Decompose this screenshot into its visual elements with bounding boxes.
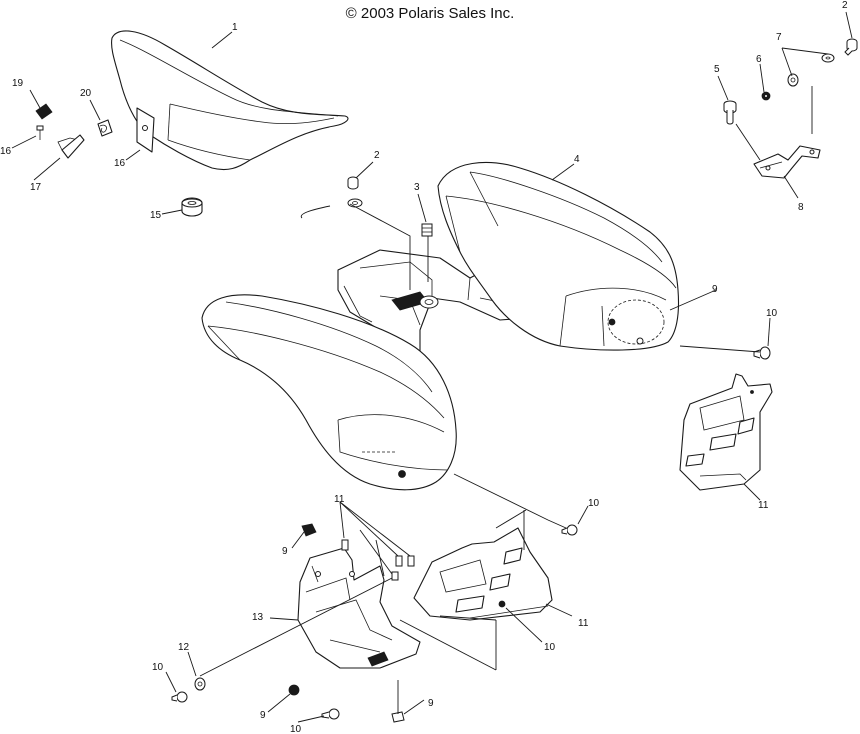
fastener-washer-7b[interactable] bbox=[787, 73, 799, 87]
seat-latch-hardware[interactable] bbox=[35, 103, 113, 159]
callout-20: 20 bbox=[80, 88, 92, 99]
callout-10e: 10 bbox=[290, 724, 302, 734]
callout-6: 6 bbox=[756, 54, 762, 65]
fender-bracket[interactable] bbox=[753, 145, 821, 179]
callout-10a: 10 bbox=[766, 308, 778, 319]
callout-2b: 2 bbox=[374, 150, 380, 161]
callout-3: 3 bbox=[414, 182, 420, 193]
fastener-nut-9c[interactable] bbox=[391, 711, 405, 723]
skid-plate-right[interactable] bbox=[679, 373, 773, 491]
callout-17: 17 bbox=[30, 182, 42, 193]
fastener-bolt-2b[interactable] bbox=[347, 176, 359, 190]
support-bracket[interactable] bbox=[297, 547, 421, 669]
seat-part[interactable] bbox=[111, 30, 349, 171]
callout-16a: 16 bbox=[0, 146, 12, 157]
grommet-part[interactable] bbox=[181, 197, 203, 217]
callout-9c: 9 bbox=[260, 710, 266, 721]
fastener-bolt-10b[interactable] bbox=[561, 524, 578, 536]
callout-11c: 11 bbox=[578, 618, 589, 629]
callout-8: 8 bbox=[798, 202, 804, 213]
callout-11a: 11 bbox=[758, 500, 769, 511]
callout-9b: 9 bbox=[282, 546, 288, 557]
callout-13: 13 bbox=[252, 612, 264, 623]
left-rear-fender[interactable] bbox=[201, 294, 457, 491]
callout-1: 1 bbox=[232, 22, 238, 33]
callout-16b: 16 bbox=[114, 158, 126, 169]
callout-19: 19 bbox=[12, 78, 24, 89]
callout-5: 5 bbox=[714, 64, 720, 75]
fastener-nut-6[interactable] bbox=[761, 91, 771, 101]
fastener-washer[interactable] bbox=[347, 198, 363, 208]
callout-2a: 2 bbox=[842, 0, 848, 11]
fastener-bolt-10a[interactable] bbox=[753, 346, 771, 360]
fastener-bolt-10c[interactable] bbox=[171, 691, 188, 703]
fastener-small-bolts[interactable] bbox=[341, 539, 415, 581]
fastener-spring-nut-3[interactable] bbox=[421, 223, 433, 237]
fastener-bolt-5[interactable] bbox=[723, 100, 737, 125]
fastener-washer-7[interactable] bbox=[821, 53, 835, 63]
callout-12: 12 bbox=[178, 642, 190, 653]
copyright-notice: © 2003 Polaris Sales Inc. bbox=[345, 5, 515, 22]
callout-15: 15 bbox=[150, 210, 162, 221]
callout-10d: 10 bbox=[152, 662, 164, 673]
fastener-bolt-2a[interactable] bbox=[844, 38, 858, 56]
fastener-nut-9a[interactable] bbox=[301, 523, 317, 537]
fastener-washer-12[interactable] bbox=[194, 677, 206, 691]
callout-11b: 11 bbox=[334, 494, 345, 505]
right-rear-fender[interactable] bbox=[437, 161, 680, 351]
skid-plate-lower[interactable] bbox=[413, 527, 553, 621]
callout-10c: 10 bbox=[544, 642, 556, 653]
fastener-nut-9b[interactable] bbox=[288, 684, 300, 696]
callout-4: 4 bbox=[574, 154, 580, 165]
callout-7: 7 bbox=[776, 32, 782, 43]
fastener-bolt-10d[interactable] bbox=[321, 708, 340, 720]
callout-9d: 9 bbox=[428, 698, 434, 709]
callout-9a: 9 bbox=[712, 284, 718, 295]
callout-10b: 10 bbox=[588, 498, 600, 509]
leader-lines bbox=[11, 11, 853, 723]
